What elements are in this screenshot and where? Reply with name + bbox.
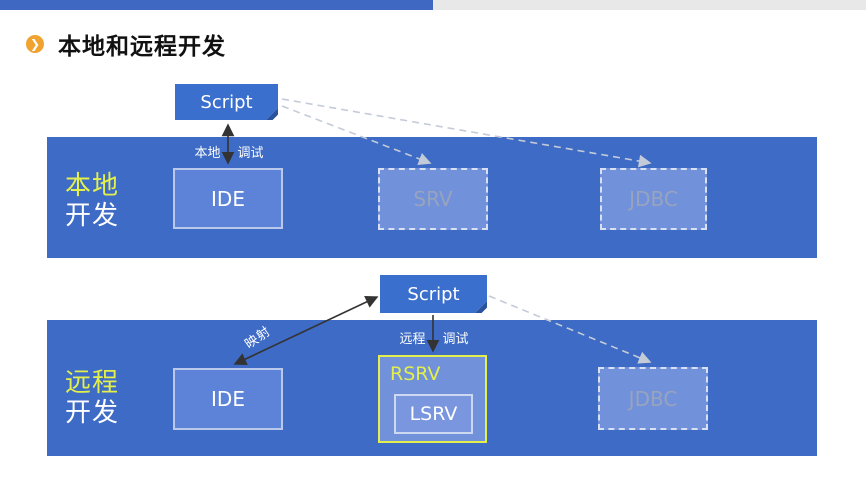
remote-debug-left: 远程 bbox=[399, 332, 426, 347]
remote-debug-right: 调试 bbox=[442, 332, 469, 347]
local-jdbc-label: JDBC bbox=[629, 187, 678, 211]
local-debug-label: 本地 调试 bbox=[194, 142, 263, 161]
local-srv-label: SRV bbox=[413, 187, 453, 211]
remote-band-label-line1: 远程 bbox=[65, 368, 120, 398]
remote-script-box: Script bbox=[380, 275, 487, 313]
remote-ide-node: IDE bbox=[173, 368, 283, 430]
remote-jdbc-label: JDBC bbox=[628, 386, 678, 411]
local-band-label: 本地 开发 bbox=[65, 171, 119, 231]
local-srv-node: SRV bbox=[378, 168, 488, 230]
remote-rsrv-label: RSRV bbox=[390, 363, 441, 385]
remote-rsrv-node: RSRV LSRV bbox=[378, 355, 487, 443]
remote-band-label: 远程 开发 bbox=[65, 368, 119, 428]
local-jdbc-node: JDBC bbox=[600, 168, 707, 230]
remote-script-label: Script bbox=[407, 283, 460, 305]
local-band-label-line2: 开发 bbox=[65, 201, 120, 231]
remote-ide-label: IDE bbox=[211, 387, 245, 411]
top-strip-blue bbox=[0, 0, 433, 10]
remote-lsrv-node: LSRV bbox=[394, 394, 473, 434]
local-ide-node: IDE bbox=[173, 168, 283, 229]
local-debug-left: 本地 bbox=[194, 146, 221, 161]
chevron-right-icon: ❯ bbox=[26, 35, 44, 53]
remote-debug-label: 远程 调试 bbox=[399, 328, 468, 347]
local-script-label: Script bbox=[200, 91, 253, 113]
remote-band-label-line2: 开发 bbox=[65, 398, 120, 428]
local-band-label-line1: 本地 bbox=[65, 171, 120, 201]
local-ide-label: IDE bbox=[211, 186, 245, 211]
page-title: 本地和远程开发 bbox=[58, 34, 226, 60]
local-script-box: Script bbox=[175, 84, 278, 120]
top-strip-gray bbox=[433, 0, 866, 10]
local-debug-right: 调试 bbox=[237, 146, 264, 161]
remote-jdbc-node: JDBC bbox=[598, 367, 708, 430]
remote-lsrv-label: LSRV bbox=[409, 403, 458, 425]
title-row: ❯ 本地和远程开发 bbox=[26, 27, 226, 61]
